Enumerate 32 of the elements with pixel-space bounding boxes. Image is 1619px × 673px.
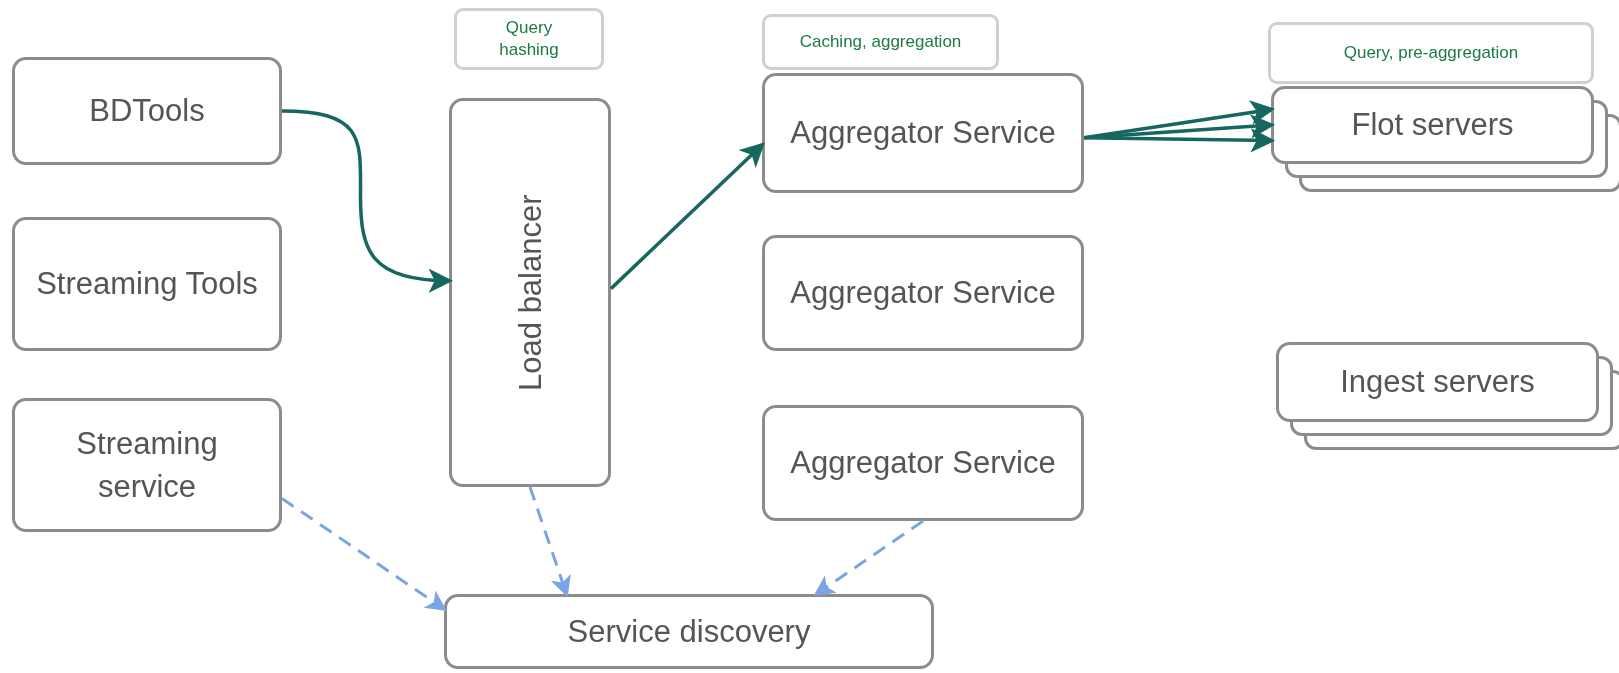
process-box — [449, 98, 611, 487]
dashed-arrow — [528, 486, 571, 598]
process-box — [762, 235, 1084, 351]
dashed-arrow — [281, 497, 447, 611]
dashed-arrow — [813, 519, 924, 596]
node-label: Aggregator Service — [790, 114, 1056, 153]
annotation-tag — [1268, 22, 1594, 84]
node-label: Streaming Tools — [36, 265, 258, 304]
arrow — [281, 109, 454, 293]
arrow — [609, 142, 765, 290]
node-label: Ingest servers — [1340, 363, 1535, 402]
annotation-tag — [454, 8, 604, 70]
node-label: Flot servers — [1351, 106, 1514, 145]
process-box — [762, 73, 1084, 193]
process-box — [12, 57, 282, 165]
node-label: Streaming service — [75, 424, 219, 506]
node-label: Query, pre-aggregation — [1343, 41, 1519, 64]
node-label: Aggregator Service — [790, 444, 1056, 483]
process-box — [762, 405, 1084, 521]
process-box — [12, 398, 282, 532]
node-label: Load balancer — [511, 194, 549, 391]
node-label: Service discovery — [567, 612, 811, 651]
node-label: Query hashing — [498, 16, 560, 61]
node-label: Caching, aggregation — [799, 30, 962, 53]
node-label: BDTools — [89, 92, 205, 131]
process-box — [12, 217, 282, 351]
arrow — [1083, 128, 1276, 153]
process-box — [444, 594, 934, 669]
server-stack-box — [1271, 86, 1594, 164]
server-stack-box — [1276, 342, 1599, 422]
annotation-tag — [762, 14, 999, 70]
node-label: Aggregator Service — [790, 274, 1056, 313]
